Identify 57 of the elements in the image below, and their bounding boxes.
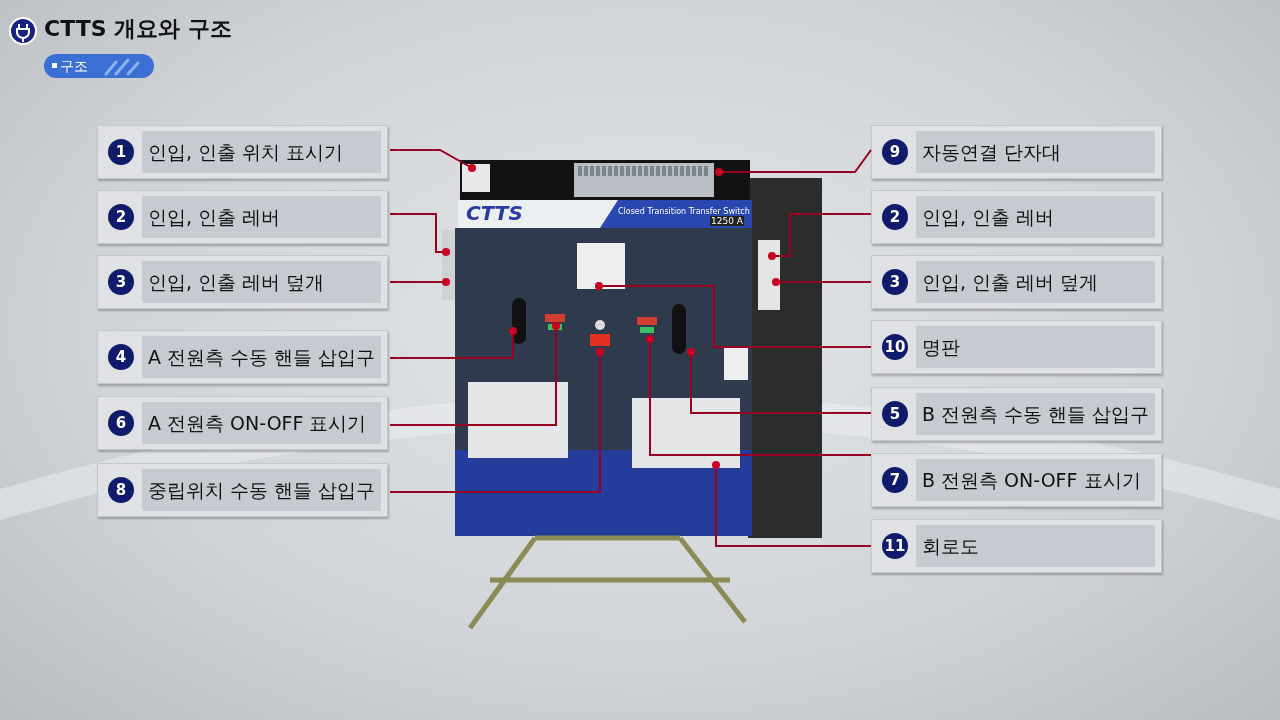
callout-box	[97, 330, 388, 384]
leader-line	[712, 461, 872, 547]
callout-box	[871, 387, 1162, 441]
callout-box	[871, 320, 1162, 374]
callout-box	[97, 255, 388, 309]
callout-number: 9	[882, 139, 908, 165]
callout-box	[97, 125, 388, 179]
leader-line	[687, 348, 872, 414]
callout-label: B 전원측 ON-OFF 표시기	[916, 459, 1155, 501]
callout-number: 1	[108, 139, 134, 165]
leader-line	[389, 278, 450, 286]
callout-label: 인입, 인출 레버 덮게	[916, 261, 1155, 303]
callout-number: 3	[108, 269, 134, 295]
callout-number: 3	[882, 269, 908, 295]
leader-line	[768, 213, 872, 260]
callout-label: 인입, 인출 레버	[142, 196, 381, 238]
leader-line	[389, 327, 517, 359]
leader-line	[389, 149, 476, 172]
callout-number: 4	[108, 344, 134, 370]
callout-label: 인입, 인출 레버 덮개	[142, 261, 381, 303]
callout-label: 인입, 인출 레버	[916, 196, 1155, 238]
section-tab: 구조	[44, 54, 154, 78]
callout-box	[871, 190, 1162, 244]
callout-number: 11	[882, 533, 908, 559]
leader-line	[646, 335, 872, 456]
rating-plate: 1250 A	[710, 216, 744, 226]
callout-box	[97, 190, 388, 244]
callout-box	[97, 463, 388, 517]
callout-box	[871, 453, 1162, 507]
callout-box	[871, 255, 1162, 309]
callout-label: 자동연결 단자대	[916, 131, 1155, 173]
callout-number: 5	[882, 401, 908, 427]
slide-title: CTTS 개요와 구조	[44, 15, 232, 43]
leader-line	[772, 278, 872, 286]
callout-number: 10	[882, 334, 908, 360]
leader-line	[389, 348, 604, 493]
callout-label: 회로도	[916, 525, 1155, 567]
callout-label: 명판	[916, 326, 1155, 368]
callout-number: 2	[108, 204, 134, 230]
callout-box	[871, 125, 1162, 179]
leader-line	[389, 322, 560, 426]
nameplate-text: CTTS	[466, 201, 523, 225]
callout-box	[97, 396, 388, 450]
callout-number: 8	[108, 477, 134, 503]
leader-line	[715, 149, 872, 176]
callout-label: 중립위치 수동 핸들 삽입구	[142, 469, 381, 511]
callout-number: 2	[882, 204, 908, 230]
callout-number: 7	[882, 467, 908, 493]
callout-label: A 전원측 ON-OFF 표시기	[142, 402, 381, 444]
callout-label: 인입, 인출 위치 표시기	[142, 131, 381, 173]
nameplate-text: Closed Transition Transfer Switch	[618, 207, 750, 216]
callout-number: 6	[108, 410, 134, 436]
callout-label: A 전원측 수동 핸들 삽입구	[142, 336, 381, 378]
callout-box	[871, 519, 1162, 573]
callout-label: B 전원측 수동 핸들 삽입구	[916, 393, 1155, 435]
leader-line	[595, 282, 872, 348]
leader-line	[389, 213, 450, 256]
